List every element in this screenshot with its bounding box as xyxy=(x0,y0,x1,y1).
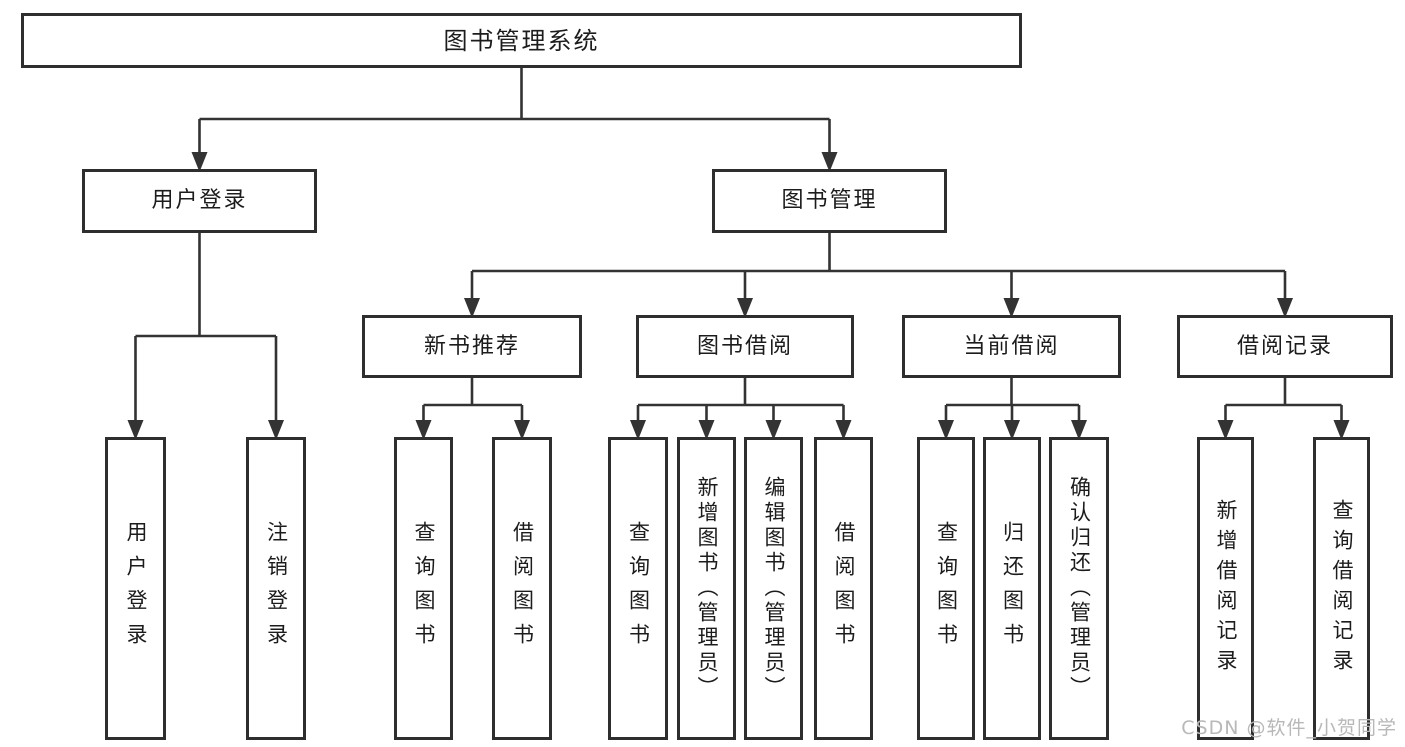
arrow-icon xyxy=(737,298,753,318)
node-label: 用户登录 xyxy=(151,188,248,213)
node-label: 注销登录 xyxy=(264,520,289,657)
node-label: 借阅图书 xyxy=(832,520,856,657)
connector-records-to-leaves xyxy=(1224,378,1343,422)
node-label: 图书管理系统 xyxy=(443,26,600,55)
node-book-management: 图书管理 xyxy=(712,169,947,233)
node-label: 查询图书 xyxy=(934,520,959,657)
node-label: 编辑图书（管理员） xyxy=(762,476,786,701)
arrow-icon xyxy=(268,420,284,440)
arrow-icon xyxy=(1277,298,1293,318)
arrow-icon xyxy=(1333,420,1350,440)
node-new-book-recommendation: 新书推荐 xyxy=(362,315,582,378)
connector-newbook-to-leaves xyxy=(422,378,524,422)
node-label: 查询借阅记录 xyxy=(1330,498,1354,679)
node-add-books-admin: 新增图书（管理员） xyxy=(677,437,736,740)
node-label: 新增借阅记录 xyxy=(1214,498,1238,679)
connector-root-to-level2 xyxy=(198,68,831,154)
arrow-icon xyxy=(630,420,646,440)
node-label: 图书管理 xyxy=(781,188,878,213)
arrow-icon xyxy=(835,420,852,440)
node-query-books-borrowing: 查询图书 xyxy=(608,437,668,740)
node-label: 新增图书（管理员） xyxy=(695,476,719,701)
arrow-icon xyxy=(191,152,208,172)
node-user-login: 用户登录 xyxy=(82,169,317,233)
node-label: 借阅记录 xyxy=(1236,333,1333,359)
arrowheads xyxy=(127,152,1350,440)
arrow-icon xyxy=(415,420,432,440)
node-edit-books-admin: 编辑图书（管理员） xyxy=(744,437,803,740)
node-logout: 注销登录 xyxy=(246,437,306,740)
node-label: 用户登录 xyxy=(124,520,148,657)
arrow-icon xyxy=(938,420,954,440)
node-borrow-books-recommend: 借阅图书 xyxy=(492,437,552,740)
node-confirm-return-admin: 确认归还（管理员） xyxy=(1049,437,1109,740)
node-borrow-books: 借阅图书 xyxy=(814,437,873,740)
node-add-borrow-record: 新增借阅记录 xyxy=(1197,437,1254,740)
node-label: 确认归还（管理员） xyxy=(1067,476,1092,701)
node-label: 借阅图书 xyxy=(510,520,535,657)
node-label: 当前借阅 xyxy=(963,333,1060,359)
arrow-icon xyxy=(1003,298,1020,318)
arrow-icon xyxy=(765,420,782,440)
csdn-watermark: CSDN @软件_小贺同学 xyxy=(1181,717,1397,739)
node-label: 查询图书 xyxy=(626,520,651,657)
connector-userlogin-to-leaves xyxy=(134,233,278,422)
arrow-icon xyxy=(1217,420,1234,440)
node-current-borrowing: 当前借阅 xyxy=(902,315,1121,378)
node-label: 新书推荐 xyxy=(423,333,520,359)
connector-borrow-to-leaves xyxy=(636,378,845,422)
connector-bookmgmt-to-level3 xyxy=(470,233,1287,300)
arrow-icon xyxy=(514,420,530,440)
node-label: 查询图书 xyxy=(412,520,436,657)
arrow-icon xyxy=(698,420,715,440)
node-label: 图书借阅 xyxy=(696,333,793,359)
node-query-borrow-record: 查询借阅记录 xyxy=(1313,437,1370,740)
node-label: 归还图书 xyxy=(1000,520,1025,657)
node-borrowing-records: 借阅记录 xyxy=(1177,315,1393,378)
node-book-borrowing: 图书借阅 xyxy=(636,315,854,378)
arrow-icon xyxy=(464,298,480,318)
node-user-login-leaf: 用户登录 xyxy=(105,437,166,740)
node-return-books: 归还图书 xyxy=(983,437,1041,740)
arrow-icon xyxy=(821,152,838,172)
arrow-icon xyxy=(127,420,144,440)
arrow-icon xyxy=(1004,420,1020,440)
node-library-management-system: 图书管理系统 xyxy=(21,13,1022,68)
connector-current-to-leaves xyxy=(944,378,1081,422)
arrow-icon xyxy=(1071,420,1087,440)
node-query-books-recommend: 查询图书 xyxy=(394,437,453,740)
node-query-books-current: 查询图书 xyxy=(917,437,975,740)
